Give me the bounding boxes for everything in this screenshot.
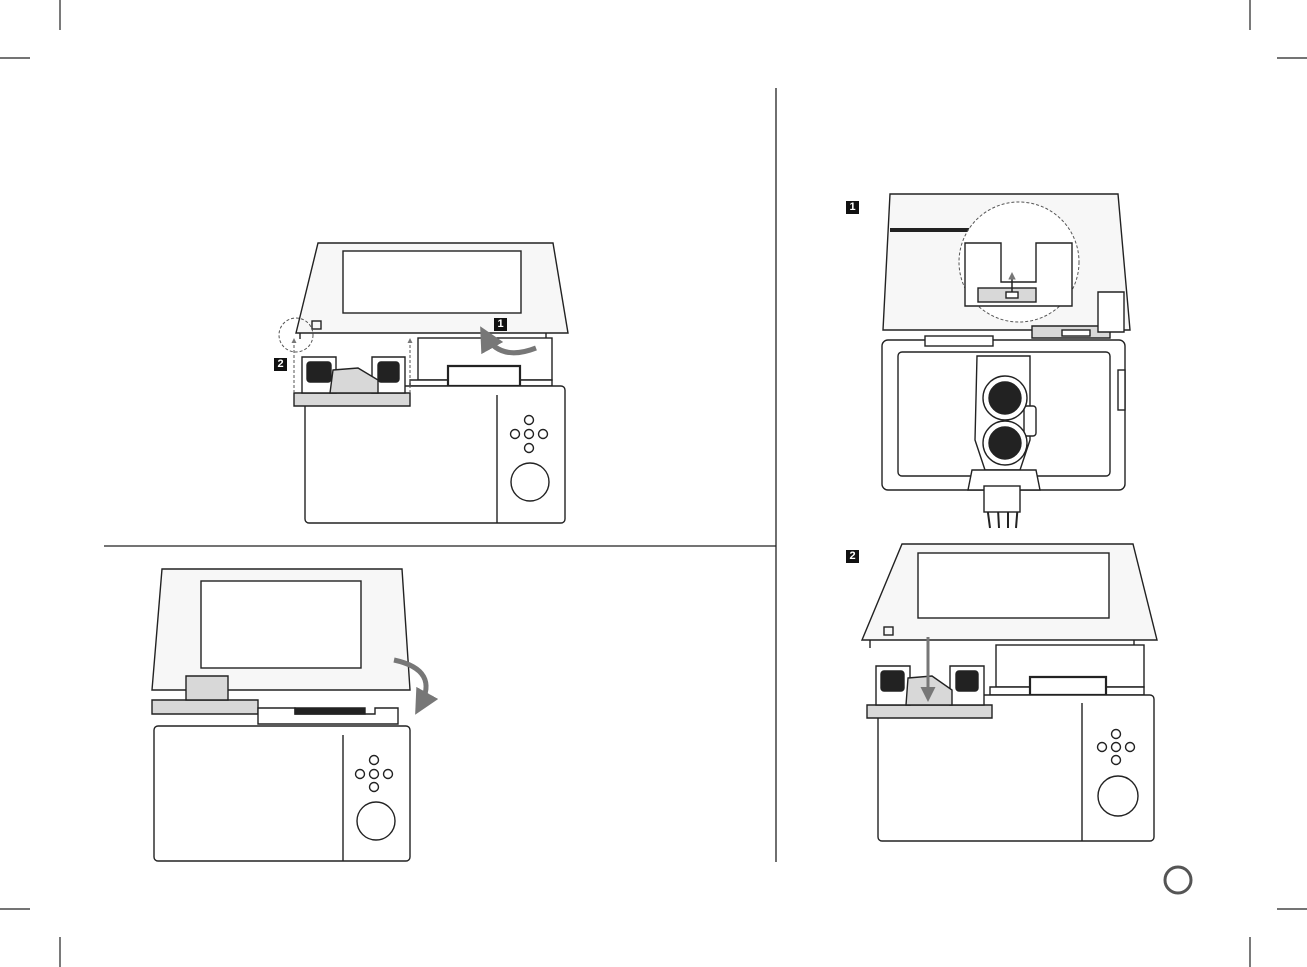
step-marker-2: 2 — [274, 358, 287, 371]
step-marker-1: 1 — [494, 318, 507, 331]
detail-callout-circle — [279, 318, 313, 352]
illustration-attach-screen — [862, 544, 1157, 841]
illustration-lift-screen — [294, 243, 568, 523]
step-marker-2: 2 — [846, 550, 859, 563]
illustration-fold-screen — [152, 569, 410, 861]
step-marker-1: 1 — [846, 201, 859, 214]
page-number-circle — [1165, 867, 1191, 893]
illustration-mount-stand — [882, 194, 1130, 528]
